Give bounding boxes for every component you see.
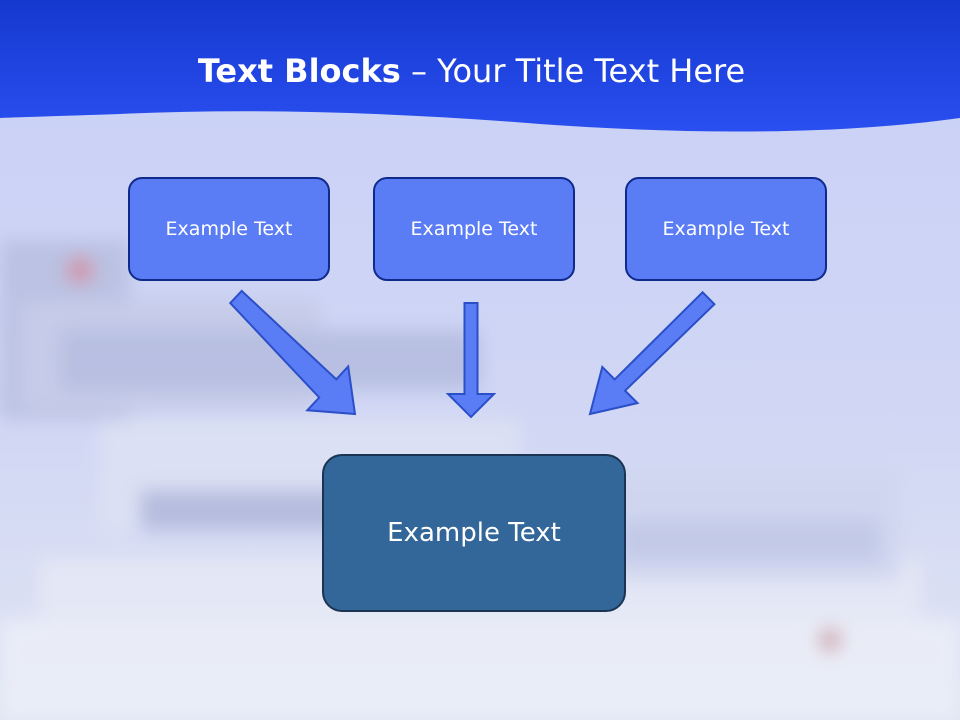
text-block-bottom[interactable]: Example Text xyxy=(322,454,626,612)
text-block-center[interactable]: Example Text xyxy=(373,177,575,281)
text-block-right[interactable]: Example Text xyxy=(625,177,827,281)
text-block-left[interactable]: Example Text xyxy=(128,177,330,281)
text-block-bottom-label: Example Text xyxy=(387,518,561,548)
text-block-left-label: Example Text xyxy=(165,218,293,240)
title-rest-text: Your Title Text Here xyxy=(437,52,746,90)
title-bold-text: Text Blocks xyxy=(197,52,401,90)
title-dash: – xyxy=(400,52,438,90)
slide-title: Text Blocks – Your Title Text Here xyxy=(0,52,943,90)
text-block-right-label: Example Text xyxy=(662,218,790,240)
text-block-center-label: Example Text xyxy=(410,218,538,240)
